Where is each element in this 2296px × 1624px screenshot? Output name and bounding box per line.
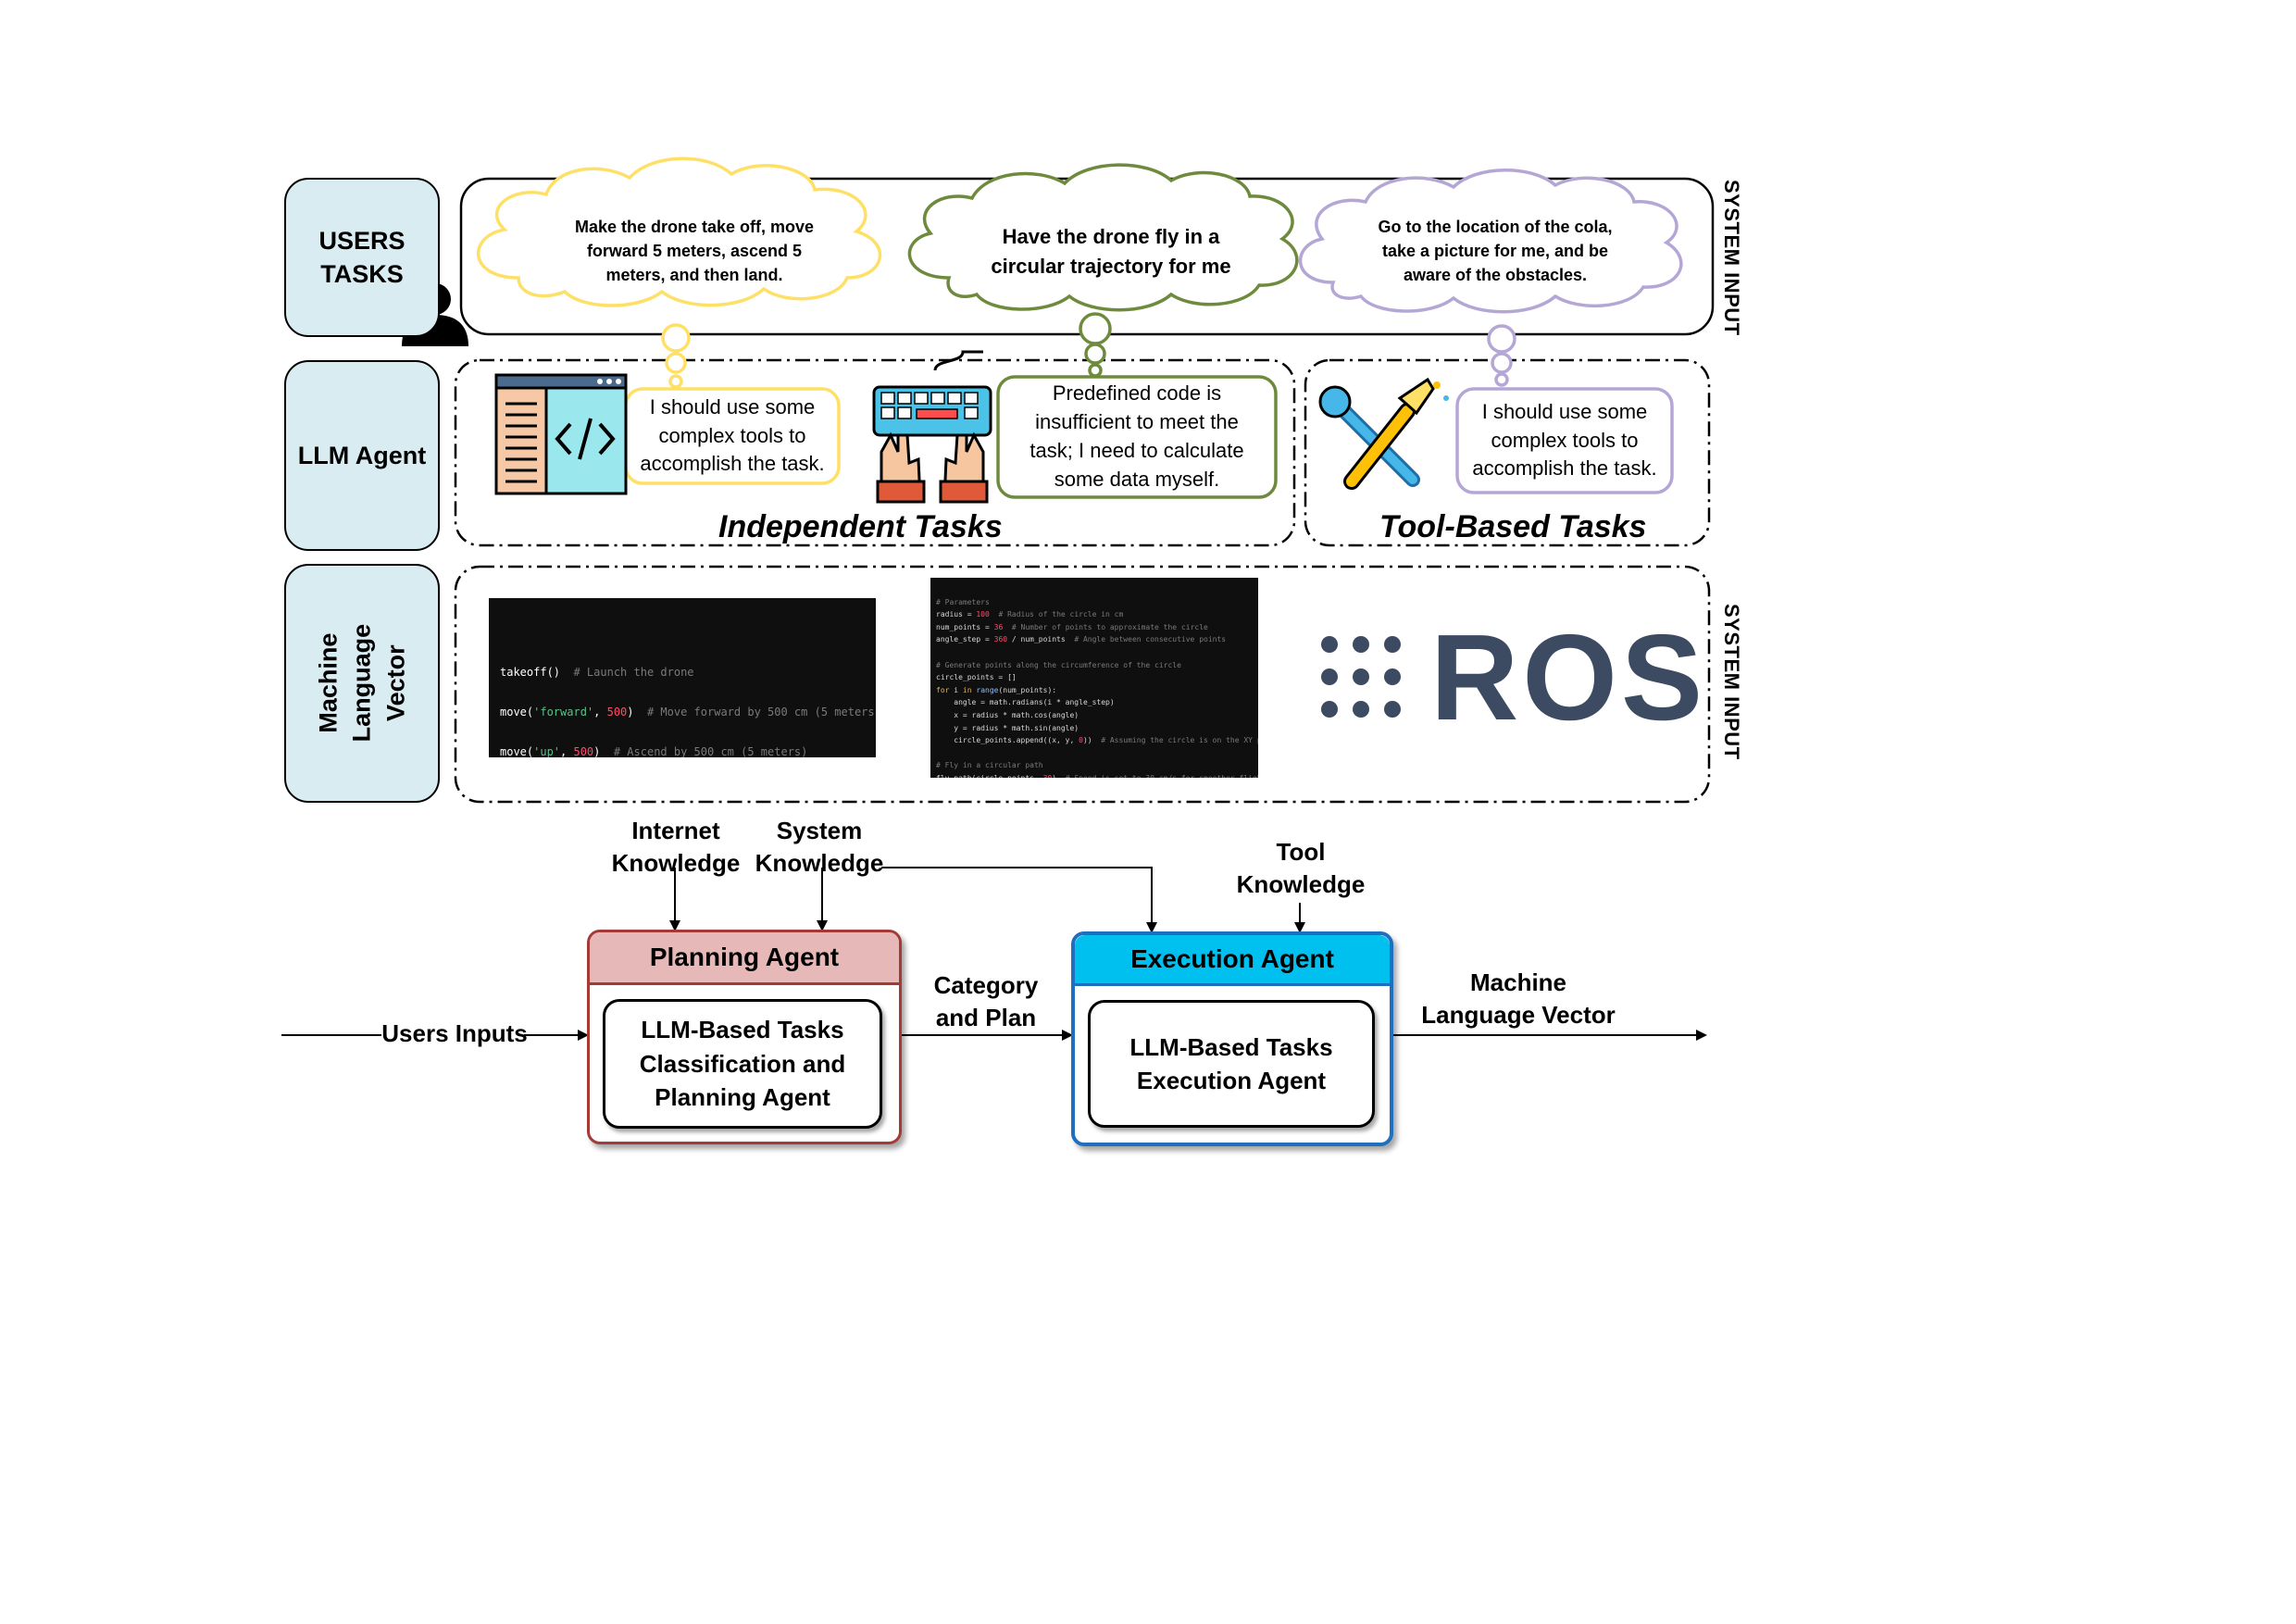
row-label-users-tasks: USERS TASKS: [284, 178, 440, 337]
execution-agent-title: Execution Agent: [1075, 935, 1390, 986]
internet-knowledge-label: Internet Knowledge: [611, 817, 741, 878]
users-inputs-label: Users Inputs: [381, 1019, 528, 1047]
user-task-3: Go to the location of the cola, take a p…: [1378, 218, 1613, 285]
keyboard-hands-icon: [872, 350, 992, 504]
system-knowledge-label: System Knowledge: [755, 817, 884, 878]
agent-thought-2: Predefined code is insufficient to meet …: [1029, 381, 1244, 491]
system-input-label-bottom: SYSTEM INPUT: [1720, 604, 1743, 760]
user-task-1: Make the drone take off, move forward 5 …: [574, 218, 815, 285]
ros-dots-icon: [1321, 636, 1401, 718]
task-cloud-green: [907, 163, 1299, 378]
machine-language-group: [454, 565, 1711, 804]
user-task-2: Have the drone fly in a circular traject…: [991, 225, 1231, 278]
execution-agent-box: Execution Agent LLM-Based Tasks Executio…: [1071, 931, 1393, 1146]
tool-based-tasks-caption: Tool-Based Tasks: [1379, 509, 1647, 544]
machine-language-vector-output-label: Machine Language Vector: [1421, 968, 1616, 1030]
planning-agent-box: Planning Agent LLM-Based Tasks Classific…: [587, 930, 902, 1144]
tool-knowledge-label: Tool Knowledge: [1236, 838, 1366, 899]
task-cloud-yellow: [477, 156, 882, 389]
row-label-machine-language-vector: Machine Language Vector: [284, 564, 440, 803]
tools-wrench-screwdriver-icon: [1318, 377, 1449, 490]
agent-thought-3: I should use some complex tools to accom…: [1472, 399, 1657, 481]
execution-agent-body: LLM-Based Tasks Execution Agent: [1088, 1000, 1375, 1128]
code-editor-icon: [494, 373, 628, 495]
thought-box-green: [996, 375, 1278, 499]
system-input-label-top: SYSTEM INPUT: [1720, 180, 1743, 336]
independent-tasks-caption: Independent Tasks: [718, 509, 1003, 544]
thought-box-purple: [1455, 387, 1674, 494]
row-label-llm-agent: LLM Agent: [284, 360, 440, 551]
ros-logo: ROS: [1430, 609, 1707, 745]
task-cloud-purple: [1298, 169, 1683, 387]
planning-agent-body: LLM-Based Tasks Classification and Plann…: [603, 999, 882, 1129]
independent-tasks-group: [454, 358, 1296, 547]
planning-agent-title: Planning Agent: [590, 932, 899, 985]
agent-thought-1: I should use some complex tools to accom…: [640, 394, 825, 476]
category-and-plan-label: Category and Plan: [933, 971, 1039, 1032]
